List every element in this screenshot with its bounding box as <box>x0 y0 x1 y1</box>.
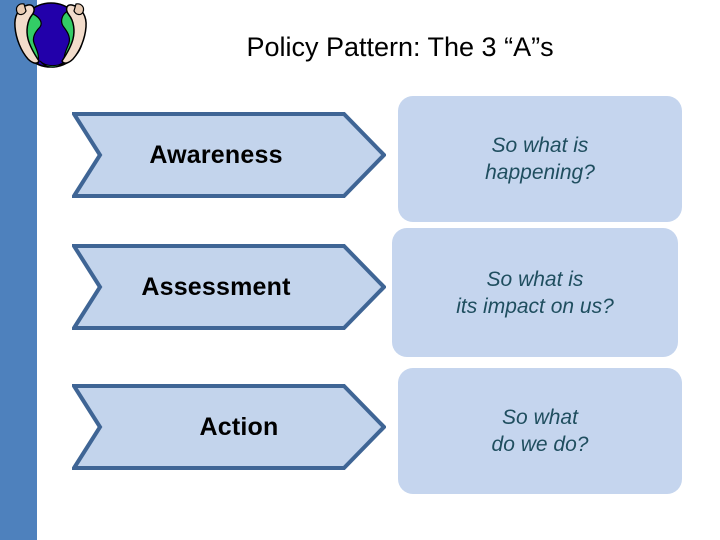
callout-question-awareness: So what is happening? <box>398 96 682 222</box>
slide-title: Policy Pattern: The 3 “A”s <box>246 32 554 62</box>
chevron-step-assessment[interactable]: Assessment <box>72 244 386 330</box>
chevron-step-action[interactable]: Action <box>72 384 386 470</box>
left-accent-bar <box>0 0 37 540</box>
process-row: Assessment So what is its impact on us? <box>0 228 720 364</box>
process-row: Awareness So what is happening? <box>0 96 720 224</box>
chevron-label: Action <box>199 412 279 441</box>
process-row: Action So what do we do? <box>0 368 720 502</box>
callout-question-action: So what do we do? <box>398 368 682 494</box>
callout-text: So what is happening? <box>475 132 605 186</box>
callout-line-1: So what is <box>486 267 584 291</box>
callout-question-assessment: So what is its impact on us? <box>392 228 678 357</box>
callout-text: So what do we do? <box>482 404 599 458</box>
chevron-step-awareness[interactable]: Awareness <box>72 112 386 198</box>
callout-line-2: do we do? <box>491 433 589 456</box>
callout-text: So what is its impact on us? <box>446 266 624 320</box>
callout-line-2: happening? <box>485 161 595 184</box>
chevron-label: Awareness <box>149 140 283 169</box>
callout-line-1: So what is <box>491 134 589 157</box>
chevron-label: Assessment <box>141 272 291 301</box>
callout-line-1: So what <box>502 406 578 429</box>
callout-line-2: its impact on us? <box>456 294 614 318</box>
globe-in-hands-logo <box>6 0 96 77</box>
